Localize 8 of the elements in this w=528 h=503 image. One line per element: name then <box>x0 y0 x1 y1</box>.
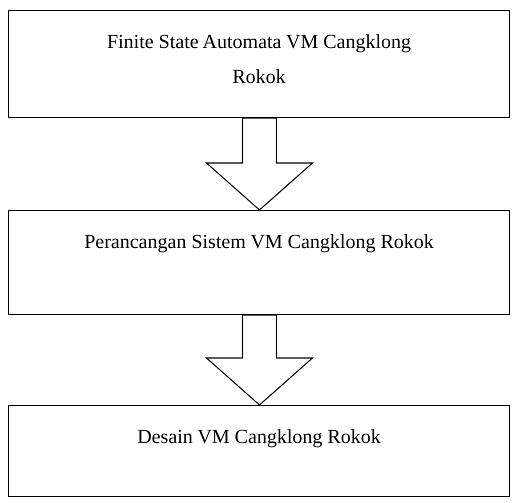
box-label: Finite State Automata VM Cangklong Rokok <box>106 30 412 90</box>
process-box <box>8 10 510 118</box>
block-arrow <box>204 314 314 406</box>
block-arrow <box>204 117 314 211</box>
box-label: Perancangan Sistem VM Cangklong Rokok <box>84 230 434 255</box>
process-box <box>8 210 510 315</box>
box-label: Desain VM Cangklong Rokok <box>137 425 381 450</box>
process-box <box>8 405 510 497</box>
